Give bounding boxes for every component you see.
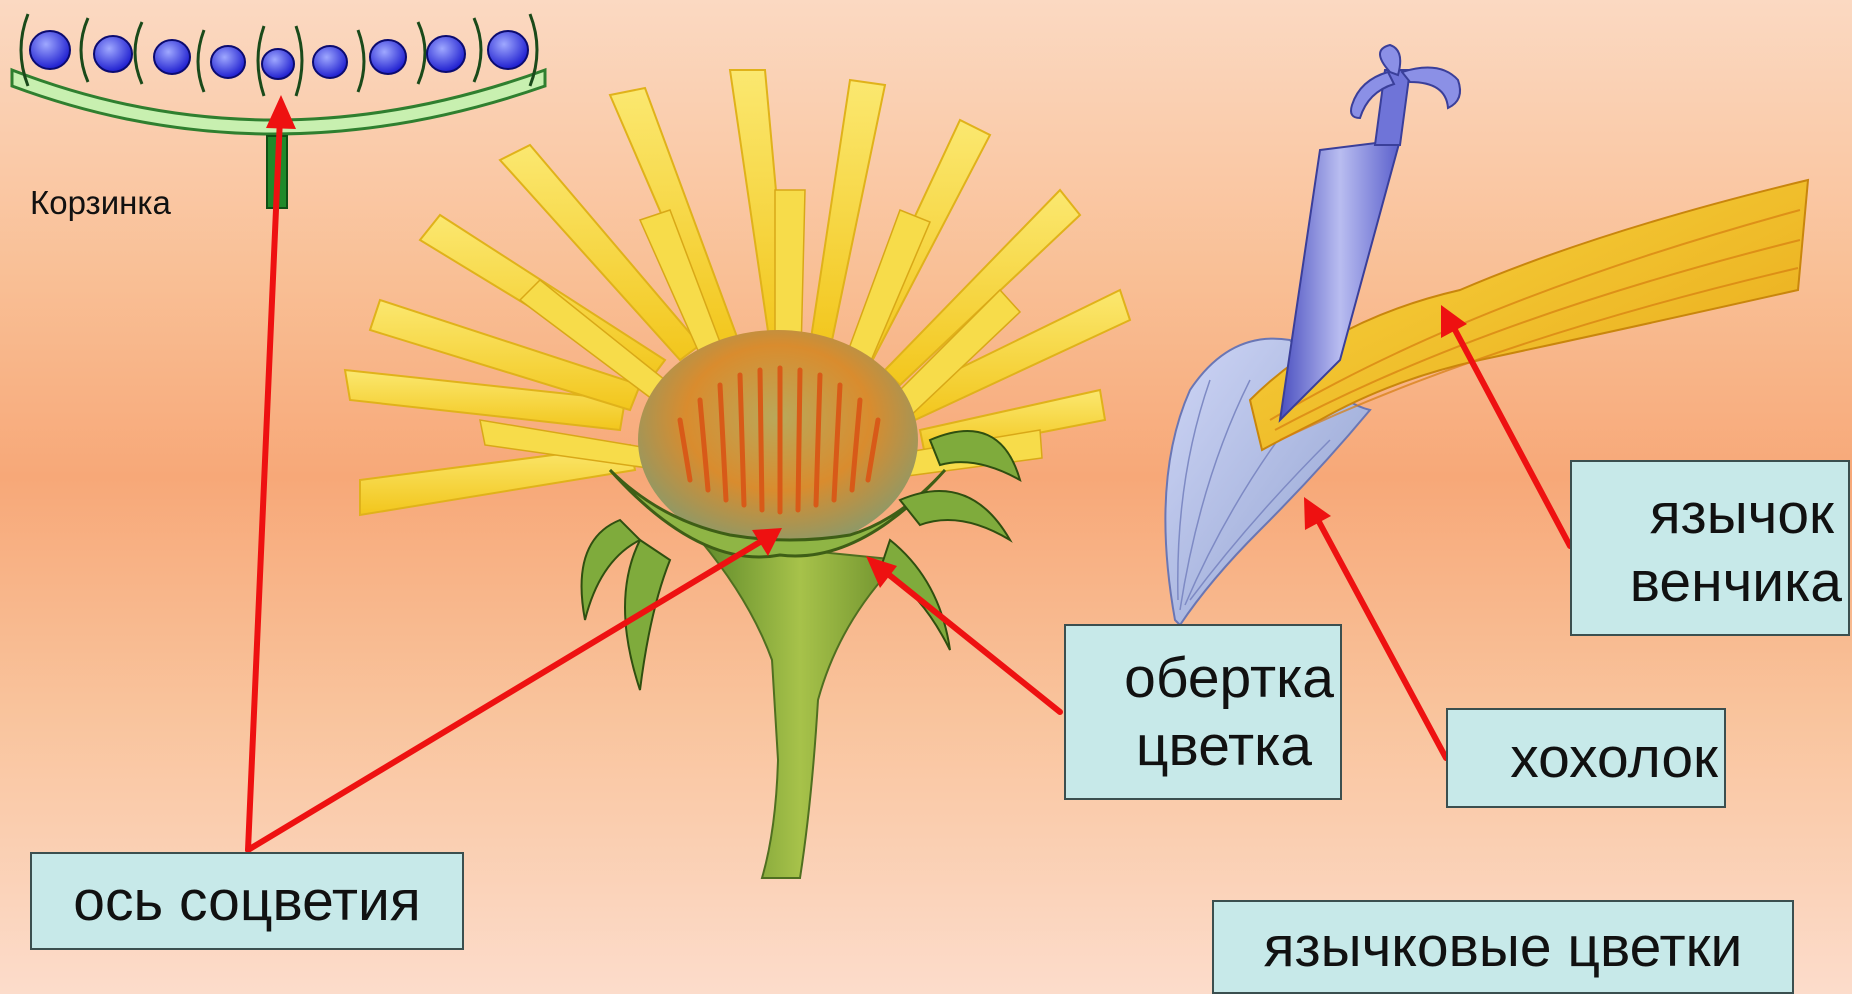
involucre-label-line-1: обертка <box>1124 644 1334 712</box>
floret-dot <box>427 36 465 72</box>
flower-head-illustration <box>345 70 1130 878</box>
axis-label-text: ось соцветия <box>73 867 420 935</box>
ligule-label-line-2: венчика <box>1630 548 1842 616</box>
floret-dot <box>370 40 406 74</box>
involucre-label: обертка цветка <box>1064 624 1342 800</box>
basket-caption: Корзинка <box>30 184 171 222</box>
arrow-involucre <box>866 556 1060 712</box>
ligule-label: язычок венчика <box>1570 460 1850 636</box>
floret-dot <box>94 36 132 72</box>
floret-dot <box>30 31 70 69</box>
basket-florets <box>30 31 528 79</box>
axis-label: ось соцветия <box>30 852 464 950</box>
floret-dot <box>313 46 347 78</box>
floret-dot <box>262 49 294 79</box>
ligule-label-line-1: язычок <box>1650 480 1834 548</box>
pappus-label-text: хохолок <box>1510 724 1718 792</box>
floret-dot <box>488 31 528 69</box>
flower-stem <box>700 540 900 878</box>
involucre-label-line-2: цветка <box>1136 712 1312 780</box>
floret-dot <box>211 46 245 78</box>
floret-dot <box>154 40 190 74</box>
arrow-axis-to-disk <box>248 528 782 850</box>
ligulate-florets-label: язычковые цветки <box>1212 900 1794 994</box>
pappus-label: хохолок <box>1446 708 1726 808</box>
ligulate-florets-label-text: язычковые цветки <box>1264 913 1743 981</box>
